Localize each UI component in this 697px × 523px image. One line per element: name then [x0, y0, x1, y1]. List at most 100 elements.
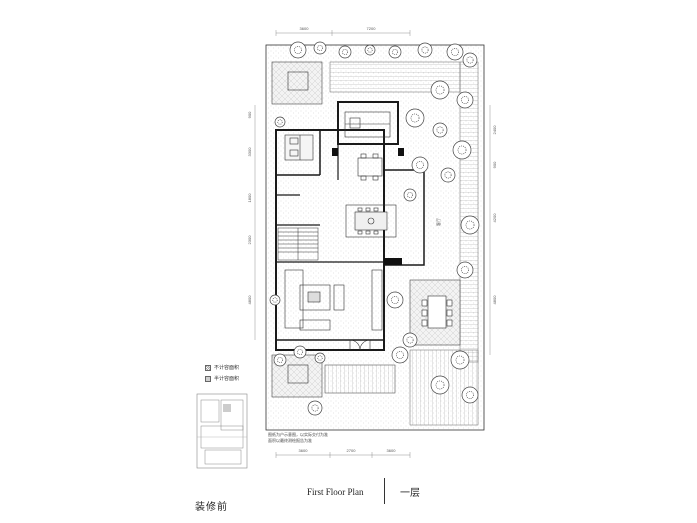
tree-inner: [316, 44, 324, 52]
tree-canopy: [314, 352, 326, 364]
tree-inner: [466, 56, 474, 64]
title-divider: [384, 478, 385, 504]
tree-inner: [465, 220, 475, 230]
english-title: First Floor Plan: [307, 487, 364, 497]
tree-canopy: [269, 294, 281, 306]
tree-canopy: [456, 91, 474, 109]
legend-hatch-swatch: [205, 364, 211, 371]
dimension-left-2: 1800: [247, 193, 252, 203]
tree-inner: [444, 171, 452, 179]
tree-inner: [311, 404, 319, 412]
key-plan-thumbnail: [196, 393, 248, 469]
tree-canopy: [456, 261, 474, 279]
legend-grey-swatch: [205, 375, 211, 382]
tree-canopy: [432, 122, 448, 138]
tree-canopy: [273, 353, 287, 367]
tree-inner: [341, 48, 349, 56]
tree-inner: [272, 297, 278, 303]
tree-inner: [451, 48, 459, 56]
tree-canopy: [402, 332, 418, 348]
tree-canopy: [274, 116, 286, 128]
terrace-dining-set: [421, 295, 453, 329]
tree-canopy: [405, 108, 425, 128]
tree-inner: [317, 355, 323, 361]
dimension-right-2: 4200: [492, 213, 497, 223]
tree-canopy: [430, 375, 450, 395]
legend-label-2: 半计容面积: [214, 376, 240, 382]
dimension-bottom-1: 2700: [347, 448, 357, 453]
drawing-note: 图纸为户示意图，以实际交付为准 面积以最终测绘报告为准: [268, 432, 328, 444]
tree-inner: [406, 336, 414, 344]
tree-inner: [435, 85, 445, 95]
tree-inner: [457, 145, 467, 155]
tree-inner: [461, 96, 469, 104]
tree-canopy: [440, 167, 456, 183]
porch: [324, 364, 396, 394]
dimension-bottom-2: 3600: [387, 448, 397, 453]
dimension-left-1: 3300: [247, 147, 252, 157]
tree-canopy: [388, 45, 402, 59]
tree-canopy: [417, 42, 433, 58]
landscape-trees: [269, 41, 480, 416]
note-line-2: 面积以最终测绘报告为准: [268, 438, 312, 443]
note-line-1: 图纸为户示意图，以实际交付为准: [268, 432, 328, 437]
kitchen: [344, 111, 391, 138]
tree-inner: [277, 119, 283, 125]
breakfast-table: [357, 153, 383, 181]
staircase: [277, 227, 319, 261]
tree-canopy: [450, 350, 470, 370]
tree-inner: [367, 47, 373, 53]
tree-canopy: [403, 188, 417, 202]
tree-canopy: [289, 41, 307, 59]
tree-inner: [461, 266, 469, 274]
tree-inner: [421, 46, 429, 54]
tree-inner: [391, 296, 399, 304]
tree-inner: [416, 161, 424, 169]
legend-row-1: 不计容面积: [205, 364, 239, 371]
bedroom: [284, 134, 314, 161]
tree-inner: [296, 348, 304, 356]
tree-inner: [406, 191, 414, 199]
tree-canopy: [391, 346, 409, 364]
tree-inner: [276, 356, 284, 364]
dimension-left-4: 4800: [247, 295, 252, 305]
dimension-left-0: 900: [247, 111, 252, 118]
tree-inner: [410, 113, 420, 123]
tree-inner: [396, 351, 404, 359]
tree-canopy: [293, 345, 307, 359]
tree-inner: [391, 48, 399, 56]
tree-canopy: [307, 400, 323, 416]
living-room: [284, 269, 383, 331]
chinese-title: 一层: [400, 488, 420, 499]
dimension-bottom-0: 3600: [299, 448, 309, 453]
legend-row-2: 半计容面积: [205, 375, 239, 382]
tree-canopy: [411, 156, 429, 174]
entrance-doors: [349, 339, 371, 351]
tree-canopy: [460, 215, 480, 235]
tree-canopy: [386, 291, 404, 309]
tree-canopy: [313, 41, 327, 55]
tree-canopy: [461, 386, 479, 404]
dimension-top-0: 3600: [300, 26, 310, 31]
tree-inner: [294, 46, 302, 54]
tree-inner: [435, 380, 445, 390]
tree-inner: [455, 355, 465, 365]
tree-inner: [436, 126, 444, 134]
before-renovation-label: 装修前: [195, 502, 228, 513]
pergola-north: [271, 61, 323, 105]
legend-label-1: 不计容面积: [214, 365, 240, 371]
tree-canopy: [446, 43, 464, 61]
dimension-right-3: 4800: [492, 295, 497, 305]
room-label-living: 客厅: [435, 218, 441, 226]
dimension-right-0: 2400: [492, 125, 497, 135]
dimension-right-1: 900: [492, 161, 497, 168]
tree-canopy: [364, 44, 376, 56]
tree-inner: [466, 391, 474, 399]
dining-table: [345, 204, 397, 238]
tree-canopy: [462, 52, 478, 68]
dimension-left-3: 2300: [247, 235, 252, 245]
tree-canopy: [430, 80, 450, 100]
tree-canopy: [338, 45, 352, 59]
dimension-lines: [254, 30, 491, 458]
